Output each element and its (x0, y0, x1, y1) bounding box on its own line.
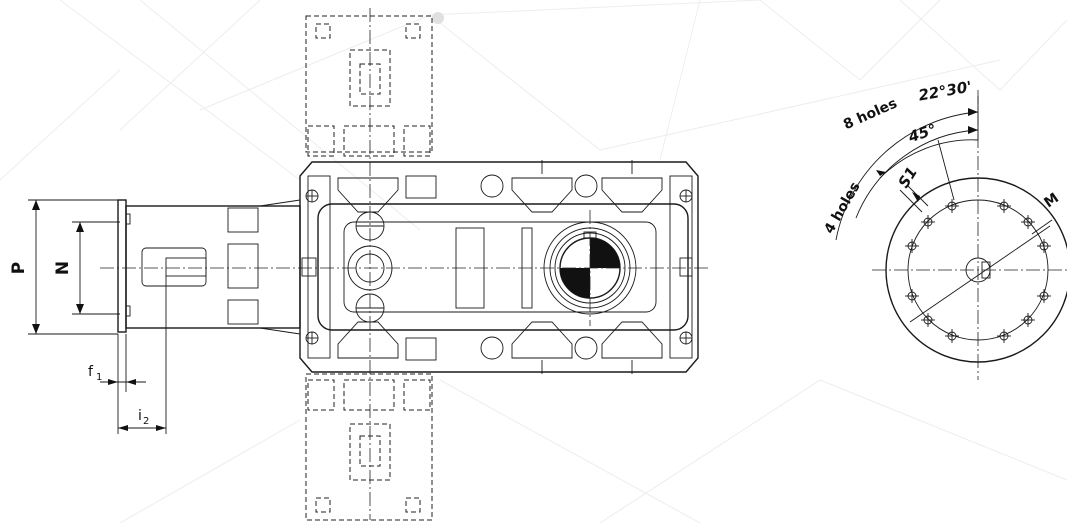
dimension-f-label: f (88, 364, 94, 380)
flange-view (835, 90, 1067, 380)
s1-label: S1 (894, 164, 921, 192)
dimension-p-label: P (9, 262, 29, 274)
centre-lines (100, 8, 710, 520)
dimension-lines (28, 199, 167, 434)
dimension-n-label: N (53, 261, 73, 275)
dimension-f-subscript: 1 (96, 372, 102, 383)
upper-dashed-component (305, 15, 433, 157)
four-holes-label: 4 holes (821, 179, 863, 236)
angle-22-30-label: 22°30' (917, 78, 973, 105)
m-label: M (1041, 190, 1062, 211)
gearbox-housing (299, 161, 699, 373)
dimension-i-subscript: 2 (143, 416, 149, 427)
input-flange (117, 199, 301, 335)
eight-holes-label: 8 holes (841, 95, 899, 133)
angle-45-label: 45° (905, 120, 938, 146)
lower-dashed-component (305, 373, 433, 521)
dimension-i-label: i (138, 408, 142, 424)
